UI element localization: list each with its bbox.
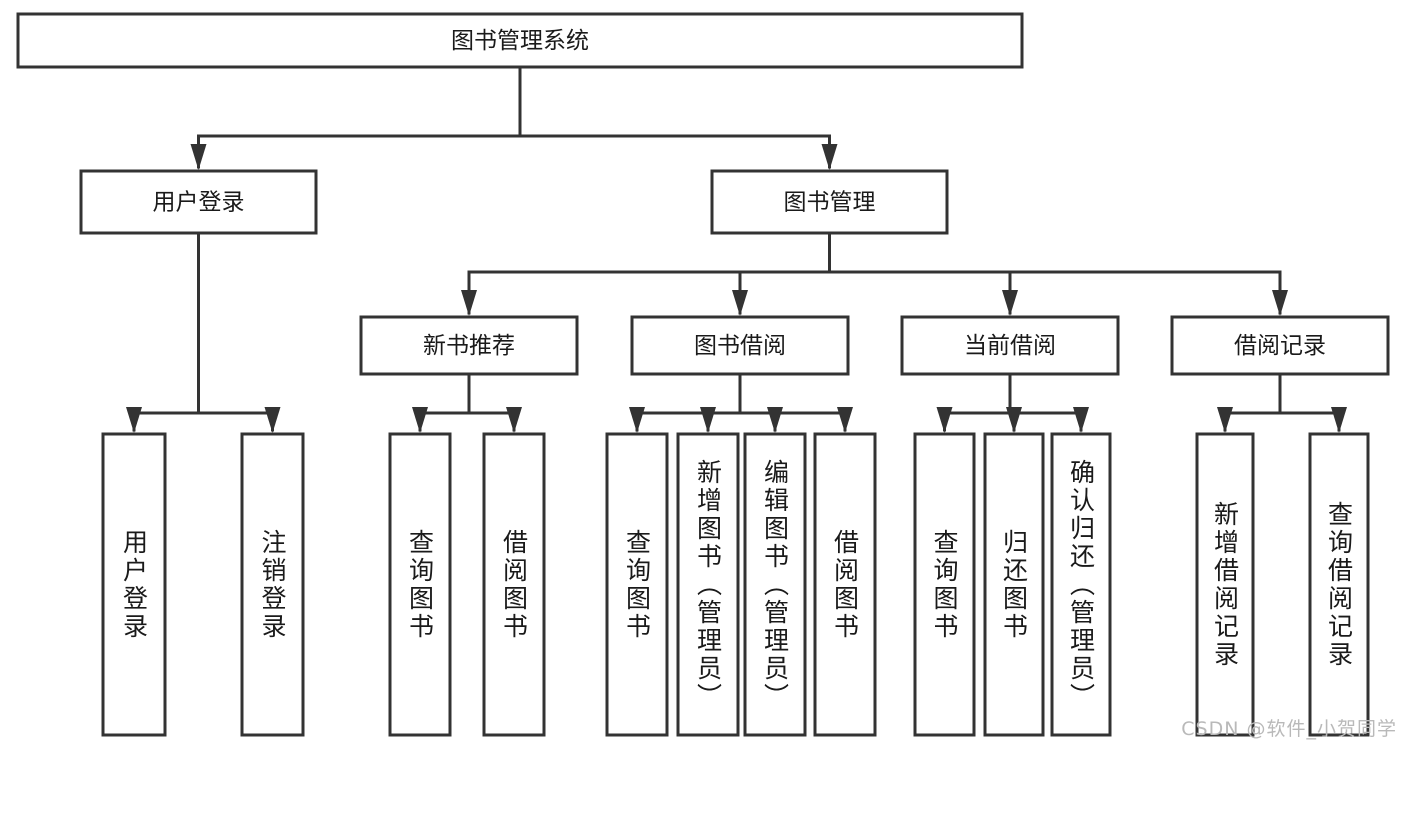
node-leaf-7[interactable] <box>813 432 877 737</box>
node-level3-3-box <box>1170 315 1390 376</box>
arrow-head-leaf-2-0 <box>629 407 645 433</box>
arrow-head-leaf-2-1 <box>700 407 716 433</box>
edges-layer <box>126 65 1347 433</box>
node-leaf-11[interactable] <box>1195 432 1255 737</box>
node-level2-1[interactable]: 图书管理 <box>710 169 949 235</box>
node-level3-1[interactable]: 图书借阅 <box>630 315 850 376</box>
node-leaf-4-box <box>605 432 669 737</box>
node-level3-0-box <box>359 315 579 376</box>
node-leaf-12-box <box>1308 432 1370 737</box>
arrow-head-leaf-0-1 <box>264 407 281 433</box>
node-level2-0-label: 用户登录 <box>153 190 245 216</box>
node-level3-3[interactable]: 借阅记录 <box>1170 315 1390 376</box>
arrow-head-leaf-3-0 <box>936 407 953 433</box>
node-leaf-7-box <box>813 432 877 737</box>
arrow-head-leaf-1-0 <box>412 407 428 433</box>
node-leaf-4[interactable] <box>605 432 669 737</box>
node-level3-2-label: 当前借阅 <box>964 333 1056 359</box>
arrow-head-level3-3 <box>1272 290 1288 316</box>
watermark-credit: CSDN @软件_小贺同学 <box>1181 718 1397 740</box>
node-level2-0[interactable]: 用户登录 <box>79 169 318 235</box>
node-level2-1-box <box>710 169 949 235</box>
node-root-box <box>16 12 1024 69</box>
arrow-head-leaf-2-2 <box>767 407 783 433</box>
arrow-head-level3-2 <box>1002 290 1018 316</box>
node-leaf-5[interactable] <box>676 432 740 737</box>
arrow-head-level3-1 <box>732 290 748 316</box>
node-leaf-3-box <box>482 432 546 737</box>
arrow-head-leaf-2-3 <box>837 407 853 433</box>
node-level3-0-label: 新书推荐 <box>423 333 515 359</box>
node-leaf-6[interactable] <box>743 432 807 737</box>
arrow-head-leaf-1-1 <box>506 407 522 433</box>
node-leaf-1[interactable] <box>240 432 305 737</box>
node-leaf-10[interactable] <box>1050 432 1112 737</box>
arrow-head-level3-0 <box>461 290 477 316</box>
node-level3-1-box <box>630 315 850 376</box>
node-leaf-8-box <box>913 432 976 737</box>
arrow-head-level2-0 <box>190 144 207 170</box>
node-level3-2-box <box>900 315 1120 376</box>
node-leaf-0[interactable] <box>101 432 167 737</box>
arrow-head-leaf-4-1 <box>1331 407 1347 433</box>
node-leaf-5-box <box>676 432 740 737</box>
node-leaf-3[interactable] <box>482 432 546 737</box>
node-leaf-2[interactable] <box>388 432 452 737</box>
node-leaf-11-box <box>1195 432 1255 737</box>
node-root[interactable]: 图书管理系统 <box>16 12 1024 69</box>
arrow-head-level2-1 <box>821 144 838 170</box>
node-leaf-1-box <box>240 432 305 737</box>
node-leaf-2-box <box>388 432 452 737</box>
node-leaf-6-box <box>743 432 807 737</box>
node-leaf-9-box <box>983 432 1045 737</box>
node-level3-0[interactable]: 新书推荐 <box>359 315 579 376</box>
node-leaf-0-box <box>101 432 167 737</box>
diagram-root: 图书管理系统用户登录图书管理新书推荐图书借阅当前借阅借阅记录 用户登录注销登录查… <box>16 12 1397 740</box>
node-level2-0-box <box>79 169 318 235</box>
node-level3-3-label: 借阅记录 <box>1234 333 1326 359</box>
node-leaf-9[interactable] <box>983 432 1045 737</box>
node-leaf-8[interactable] <box>913 432 976 737</box>
node-root-label: 图书管理系统 <box>451 28 589 54</box>
arrow-head-leaf-0-0 <box>126 407 142 433</box>
node-level3-1-label: 图书借阅 <box>694 333 786 359</box>
node-leaf-10-box <box>1050 432 1112 737</box>
node-leaf-12[interactable] <box>1308 432 1370 737</box>
arrow-head-leaf-4-0 <box>1217 407 1233 433</box>
node-level2-1-label: 图书管理 <box>784 190 876 216</box>
node-level3-2[interactable]: 当前借阅 <box>900 315 1120 376</box>
arrow-head-leaf-3-1 <box>1006 407 1022 433</box>
arrow-head-leaf-3-2 <box>1073 407 1089 433</box>
